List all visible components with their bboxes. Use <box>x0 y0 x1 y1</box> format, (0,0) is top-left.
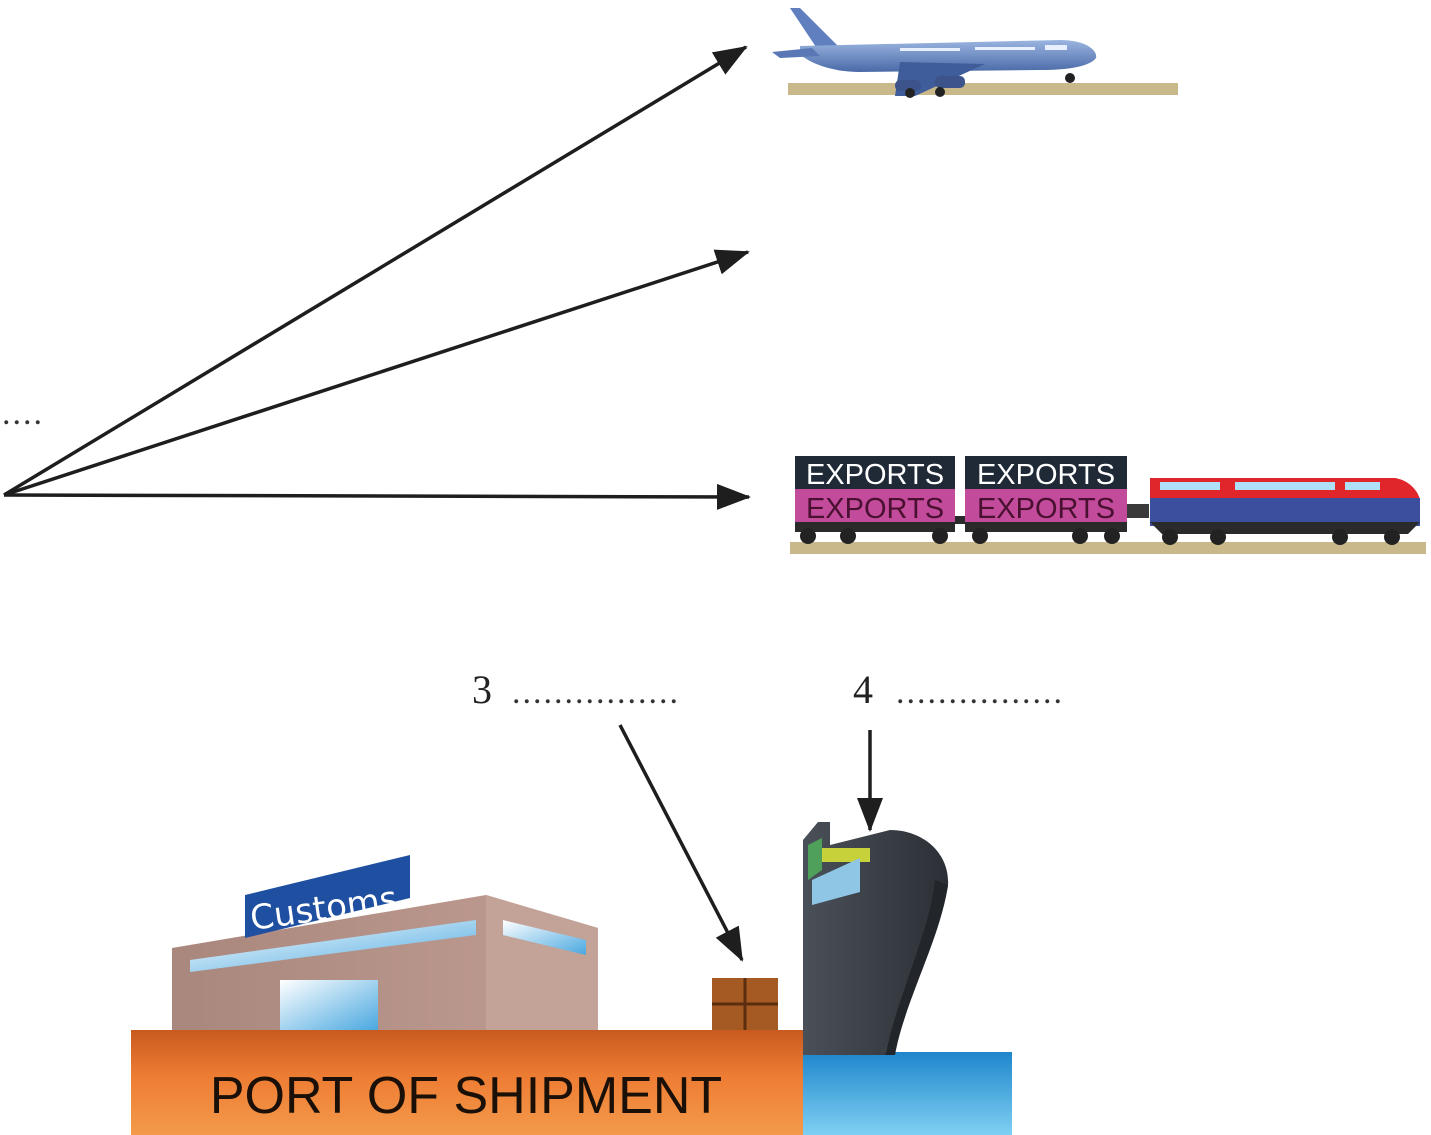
blank-3: 3 ................ <box>472 667 680 712</box>
arrow-to-cargo <box>618 724 744 962</box>
rail-track <box>790 542 1426 554</box>
blank-4-dots: ................ <box>896 674 1064 711</box>
arrow-to-airplane <box>3 45 748 497</box>
wagon-2: EXPORTS EXPORTS <box>965 456 1127 544</box>
locomotive <box>1150 478 1420 545</box>
runway <box>788 83 1178 95</box>
blank-4: 4 ................ <box>853 667 1064 712</box>
airplane-icon <box>772 8 1178 98</box>
blank-4-number: 4 <box>853 667 873 712</box>
wagon-2-top-label: EXPORTS <box>977 459 1115 491</box>
blank-3-number: 3 <box>472 667 492 712</box>
customs-building-icon: Customs <box>172 855 598 1030</box>
wagon-1-top-label: EXPORTS <box>806 459 944 491</box>
wagon-1-bottom-label: EXPORTS <box>806 493 944 525</box>
ship-icon <box>803 822 949 1055</box>
water <box>800 1052 1012 1135</box>
arrow-to-middle <box>3 249 750 497</box>
cargo-boxes-icon <box>712 978 778 1030</box>
blank-3-dots: ................ <box>512 674 680 711</box>
wagon-1: EXPORTS EXPORTS <box>795 456 955 544</box>
dock <box>131 1030 803 1135</box>
left-answer-dots: .... <box>2 395 44 432</box>
port-label: PORT OF SHIPMENT <box>210 1067 722 1125</box>
arrow-to-train <box>3 483 751 510</box>
route-arrows <box>3 45 751 510</box>
wagon-2-bottom-label: EXPORTS <box>977 493 1115 525</box>
train-icon: EXPORTS EXPORTS EXPORTS EXPORTS <box>790 456 1426 554</box>
